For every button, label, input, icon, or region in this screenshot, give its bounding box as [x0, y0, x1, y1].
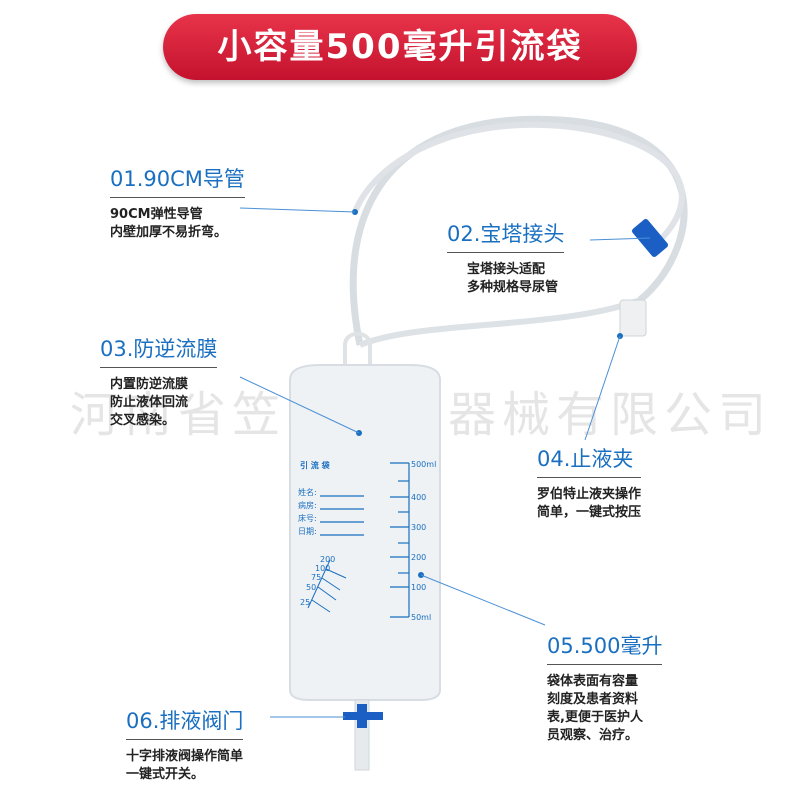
svg-text:50: 50 — [306, 583, 316, 592]
svg-text:病房:: 病房: — [298, 500, 317, 510]
feature-desc: 十字排液阀操作简单 一键式开关。 — [126, 749, 244, 782]
title-banner: 小容量500毫升引流袋 — [163, 14, 637, 80]
svg-text:400: 400 — [411, 493, 426, 502]
svg-text:姓名:: 姓名: — [298, 487, 317, 497]
svg-text:75: 75 — [311, 573, 321, 582]
svg-text:200: 200 — [320, 555, 335, 564]
feature-drain-valve: 06.排液阀门 十字排液阀操作简单 一键式开关。 — [126, 705, 244, 784]
feature-desc: 罗伯特止液夹操作 简单，一键式按压 — [537, 487, 642, 520]
svg-text:300: 300 — [411, 523, 426, 532]
feature-desc: 袋体表面有容量 刻度及患者资料 表,更便于医护人 员观察、治疗。 — [547, 674, 643, 743]
svg-text:500ml: 500ml — [411, 460, 436, 469]
feature-clamp: 04.止液夹 罗伯特止液夹操作 简单，一键式按压 — [537, 443, 642, 522]
feature-title: 04.止液夹 — [537, 443, 642, 478]
feature-title: 03.防逆流膜 — [100, 333, 218, 368]
svg-text:日期:: 日期: — [298, 527, 317, 536]
feature-desc: 宝塔接头适配 多种规格导尿管 — [467, 262, 559, 295]
feature-desc: 内置防逆流膜 防止液体回流 交叉感染。 — [110, 377, 189, 428]
svg-text:50ml: 50ml — [411, 613, 431, 622]
feature-catheter: 01.90CM导管 90CM弹性导管 内壁加厚不易折弯。 — [110, 163, 245, 242]
svg-text:100: 100 — [411, 583, 426, 592]
svg-text:200: 200 — [411, 553, 426, 562]
svg-text:25: 25 — [300, 598, 310, 607]
feature-capacity: 05.500毫升 袋体表面有容量 刻度及患者资料 表,更便于医护人 员观察、治疗… — [547, 630, 663, 745]
svg-text:床号:: 床号: — [298, 513, 317, 523]
feature-desc: 90CM弹性导管 内壁加厚不易折弯。 — [110, 207, 228, 240]
feature-title: 02.宝塔接头 — [447, 218, 565, 253]
feature-title: 06.排液阀门 — [126, 705, 244, 740]
svg-text:100: 100 — [315, 564, 330, 573]
svg-text:引 流 袋: 引 流 袋 — [300, 460, 331, 470]
feature-title: 01.90CM导管 — [110, 163, 245, 198]
feature-connector: 02.宝塔接头 宝塔接头适配 多种规格导尿管 — [447, 218, 565, 297]
feature-anti-reflux: 03.防逆流膜 内置防逆流膜 防止液体回流 交叉感染。 — [100, 333, 218, 430]
feature-title: 05.500毫升 — [547, 630, 663, 665]
